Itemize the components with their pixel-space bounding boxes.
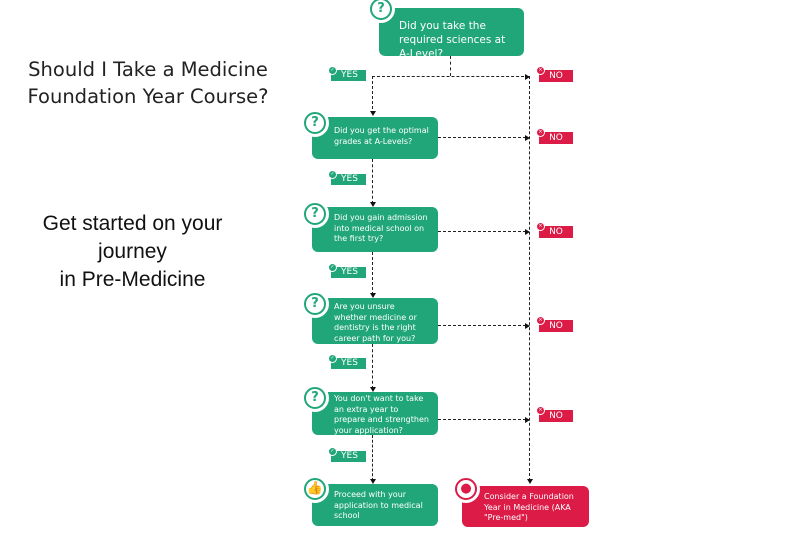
- subtitle-line: journey: [98, 240, 167, 263]
- cross-icon: ×: [536, 66, 545, 75]
- page-title: Should I Take a Medicine Foundation Year…: [27, 58, 269, 108]
- yes-label: YES: [331, 451, 366, 462]
- check-icon: ✓: [328, 66, 337, 75]
- connector-line: [372, 435, 373, 481]
- question-icon: ?: [301, 200, 329, 228]
- chat-bubbles-icon: ●: [452, 475, 480, 503]
- question-icon: ?: [301, 290, 329, 318]
- question-text: Did you get the optimal grades at A-Leve…: [334, 126, 429, 146]
- arrow-head: [369, 202, 376, 207]
- no-label: NO: [539, 70, 573, 82]
- question-icon: ?: [367, 0, 395, 23]
- yes-label: YES: [331, 358, 366, 369]
- connector-line: [438, 137, 526, 138]
- question-text: Are you unsure whether medicine or denti…: [334, 302, 417, 343]
- question-text: You don't want to take an extra year to …: [334, 394, 429, 435]
- question-box-2: Did you get the optimal grades at A-Leve…: [312, 117, 438, 159]
- cross-icon: ×: [536, 406, 545, 415]
- yes-label: YES: [331, 174, 366, 185]
- arrow-head: [526, 479, 533, 484]
- connector-line: [372, 159, 373, 204]
- connector-line: [372, 76, 529, 77]
- no-label: NO: [539, 320, 573, 332]
- check-icon: ✓: [328, 447, 337, 456]
- cross-icon: ×: [536, 222, 545, 231]
- question-box-4: Are you unsure whether medicine or denti…: [312, 298, 438, 344]
- cross-icon: ×: [536, 316, 545, 325]
- connector-line: [529, 76, 530, 481]
- subtitle-line: in Pre-Medicine: [59, 268, 206, 291]
- no-label: NO: [539, 410, 573, 422]
- arrow-head: [525, 228, 530, 235]
- thumbs-up-icon: 👍: [301, 475, 329, 503]
- outcome-text: Proceed with your application to medical…: [334, 490, 423, 520]
- question-text: Did you gain admission into medical scho…: [334, 213, 428, 243]
- arrow-head: [525, 416, 530, 423]
- outcome-foundation-year: Consider a Foundation Year in Medicine (…: [462, 486, 589, 527]
- arrow-head: [369, 293, 376, 298]
- question-text: Did you take the required sciences at A-…: [399, 20, 506, 60]
- question-box-1: Did you take the required sciences at A-…: [379, 8, 524, 60]
- check-icon: ✓: [328, 263, 337, 272]
- question-icon: ?: [301, 109, 329, 137]
- connector-line: [450, 56, 451, 76]
- connector-line: [372, 252, 373, 295]
- no-label: NO: [539, 132, 573, 144]
- check-icon: ✓: [328, 354, 337, 363]
- question-box-3: Did you gain admission into medical scho…: [312, 207, 438, 252]
- arrow-head: [369, 479, 376, 484]
- connector-line: [438, 325, 526, 326]
- arrow-head: [525, 134, 530, 141]
- connector-line: [438, 231, 526, 232]
- subtitle: Get started on your journey in Pre-Medic…: [20, 210, 245, 294]
- outcome-text: Consider a Foundation Year in Medicine (…: [484, 492, 574, 522]
- yes-label: YES: [331, 267, 366, 278]
- check-icon: ✓: [328, 170, 337, 179]
- arrow-head: [369, 387, 376, 392]
- question-box-5: You don't want to take an extra year to …: [312, 392, 438, 435]
- no-label: NO: [539, 226, 573, 238]
- question-icon: ?: [301, 384, 329, 412]
- outcome-proceed: Proceed with your application to medical…: [312, 484, 438, 526]
- arrow-head: [525, 322, 530, 329]
- cross-icon: ×: [536, 128, 545, 137]
- connector-line: [438, 419, 526, 420]
- connector-line: [372, 344, 373, 389]
- subtitle-line: Get started on your: [42, 212, 223, 235]
- arrow-head: [525, 73, 530, 80]
- yes-label: YES: [331, 70, 366, 81]
- arrow-head: [369, 111, 376, 116]
- connector-line: [372, 76, 373, 114]
